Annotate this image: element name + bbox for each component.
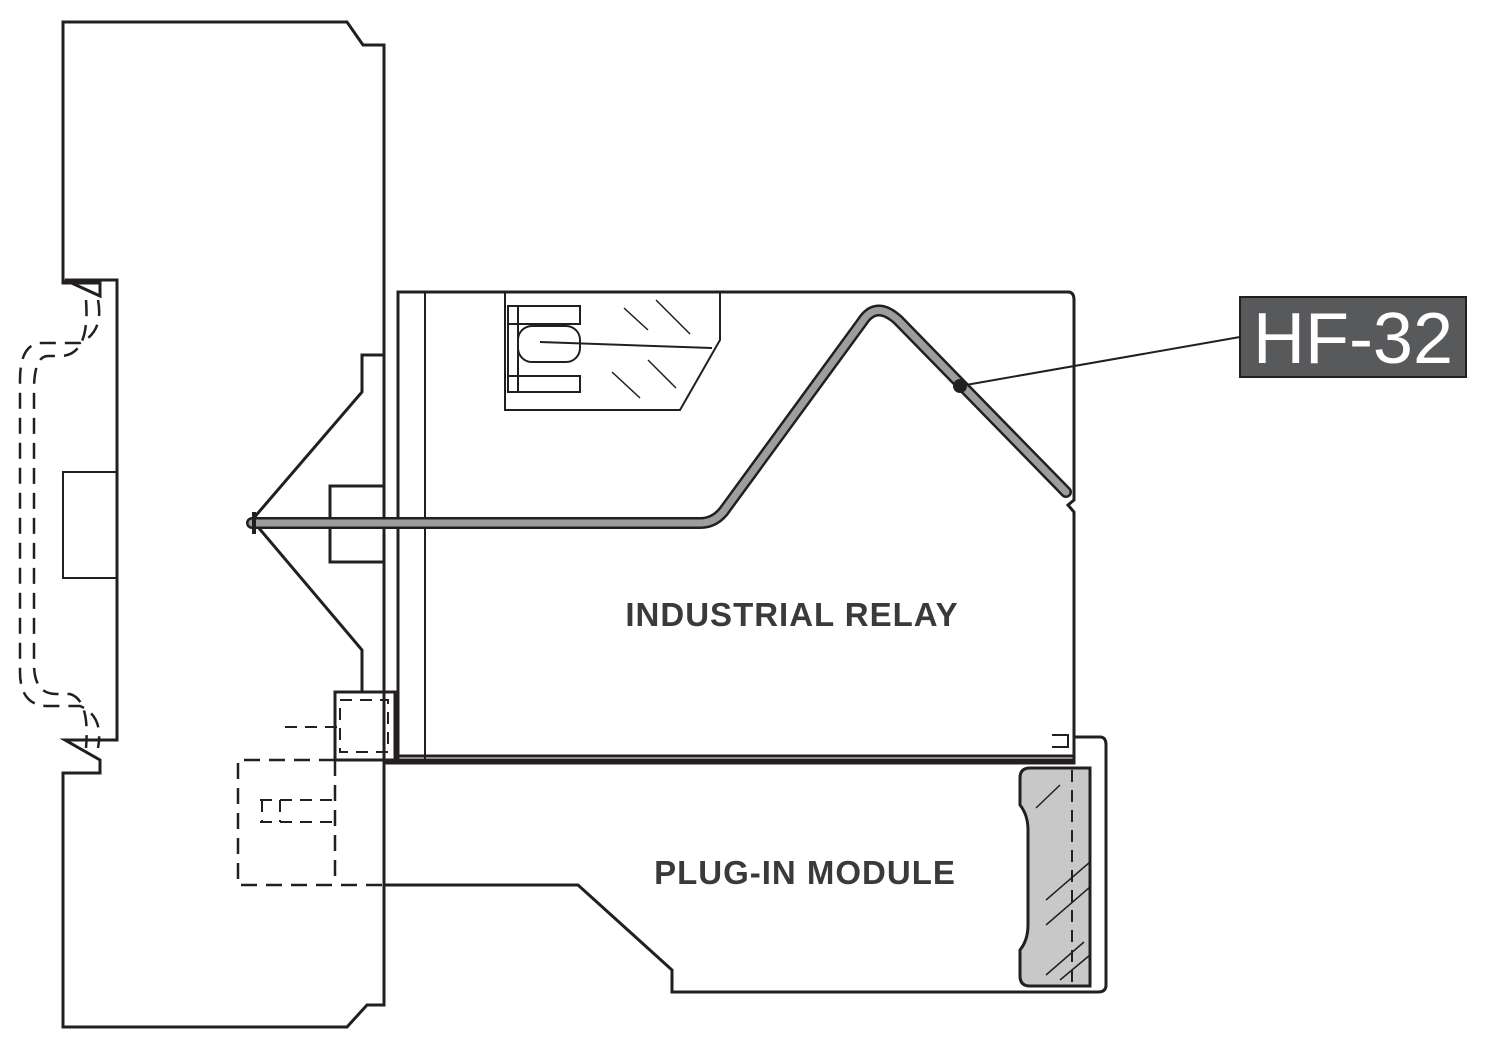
plug-in-module bbox=[384, 735, 1108, 994]
module-label: PLUG-IN MODULE bbox=[654, 854, 956, 891]
callout-label: HF-32 bbox=[1253, 299, 1453, 379]
module-connector bbox=[236, 758, 384, 887]
retaining-clip-wire bbox=[246, 304, 1072, 534]
callout-tag: HF-32 bbox=[1239, 296, 1467, 379]
relay-label: INDUSTRIAL RELAY bbox=[625, 596, 958, 633]
socket-base bbox=[59, 20, 386, 1029]
module-release-tab bbox=[1018, 766, 1092, 988]
socket-label-recess bbox=[62, 471, 118, 579]
clip-bracket bbox=[250, 353, 397, 762]
callout-leader bbox=[953, 336, 1241, 393]
din-rail bbox=[18, 299, 101, 749]
